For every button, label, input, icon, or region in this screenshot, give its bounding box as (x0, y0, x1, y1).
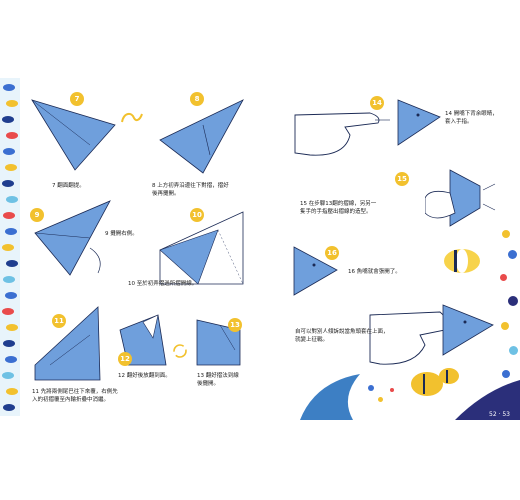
butterflyfish-photo (444, 249, 480, 273)
step-14-badge: 14 (370, 96, 384, 110)
step-14-caption: 14 開嘴下背余眼睛， 套入手指。 (445, 111, 498, 125)
final-note: 自可以對別人傾訴說當魚頭套在上面， 就變上征戰。 (295, 329, 389, 343)
step-10-illustration (159, 211, 244, 285)
step-7-caption: 7 翻面翻提。 (52, 183, 85, 189)
yellow-fish-photo (411, 368, 459, 396)
step-11-illustration (34, 306, 101, 381)
wave-corner (455, 380, 520, 420)
shark-fin-icon (300, 374, 360, 420)
step-10-badge: 10 (190, 208, 204, 222)
step-12-caption: 12 翻好後放翻到面。 (118, 373, 171, 379)
step-15-caption: 15 在步驟13翻的摺線，另另一 隻手的手指壓出摺線的造型。 (300, 201, 377, 215)
step-9-caption: 9 攤開右側。 (105, 231, 138, 237)
step-13-badge: 13 (228, 318, 242, 332)
step-16-illustration (293, 246, 338, 296)
page-number: 52 · 53 (489, 411, 510, 418)
step-7-badge: 7 (70, 92, 84, 106)
step-15-illustration (425, 169, 496, 227)
step-10-caption: 10 至於初弄摺過所摺開線。 (128, 281, 198, 287)
step-9-badge: 9 (30, 208, 44, 222)
bubble (368, 385, 374, 391)
curved-arrow-icon (121, 112, 143, 123)
step-9-illustration (34, 200, 111, 276)
hand-puppet-illustration (369, 304, 494, 365)
rotate-icon (173, 344, 187, 358)
step-16-badge: 16 (325, 246, 339, 260)
step-12-illustration (119, 314, 167, 366)
step-12-badge: 12 (118, 352, 132, 366)
step-14-illustration (294, 99, 441, 156)
bubble (390, 388, 394, 392)
step-8-illustration (159, 99, 244, 174)
left-fish-strip (0, 78, 20, 416)
step-8-badge: 8 (190, 92, 204, 106)
step-7-illustration (31, 99, 116, 171)
step-16-caption: 16 魚嘴就會張開了。 (348, 269, 401, 275)
step-13-illustration (196, 319, 241, 366)
step-11-caption: 11 先將兩側尾巴往下來覆，右側先 入的初摺覆至內輪折疊中消繼。 (32, 389, 118, 403)
bubble (378, 397, 383, 402)
step-11-badge: 11 (52, 314, 66, 328)
right-decoration (498, 230, 520, 410)
step-8-caption: 8 上方初弄沿邊往下對摺，摺好 後再攤開。 (152, 183, 229, 197)
step-13-caption: 13 翻好摺法到線 後攤開。 (197, 373, 239, 387)
step-15-badge: 15 (395, 172, 409, 186)
